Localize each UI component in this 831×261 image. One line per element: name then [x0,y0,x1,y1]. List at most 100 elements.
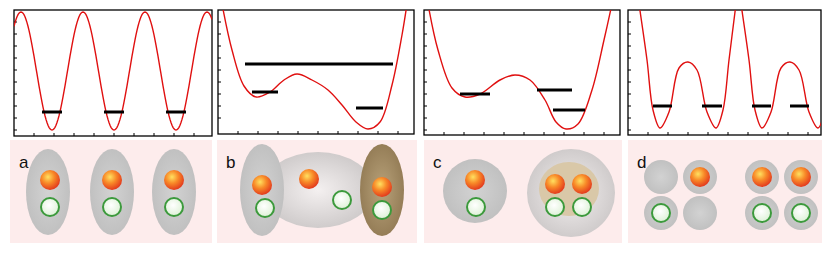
site-circle [745,196,779,230]
red-particle [102,170,122,190]
axis-tick [464,132,465,135]
axis-tick [358,131,359,134]
axis-tick [14,82,17,83]
axis-tick [424,118,427,119]
site-circle [784,196,818,230]
axis-tick [218,58,221,59]
axis-tick [628,94,631,95]
red-particle [690,167,710,187]
axis-tick [708,132,709,135]
plot-frames [14,10,821,136]
site-ellipse [90,149,134,235]
axis-tick [338,131,339,134]
red-particle [252,175,272,195]
axis-tick [74,133,75,136]
green-particle [652,204,670,222]
site-circle [443,159,507,223]
potential-curve [741,10,821,128]
energy-level [752,105,771,108]
axis-tick [648,132,649,135]
energy-level [790,105,809,108]
panel-letter: b [217,140,235,171]
axis-tick [218,34,221,35]
site-circle [784,160,818,194]
axis-tick [424,46,427,47]
panel-box: d [628,140,822,243]
axis-tick [278,131,279,134]
panel-letter: d [628,140,646,171]
axis-tick [378,131,379,134]
panel-letter: c [424,140,442,171]
site-circle [745,160,779,194]
potential-curve [222,10,407,129]
axis-tick [484,132,485,135]
axis-tick [768,132,769,135]
axis-tick [298,131,299,134]
red-particle [372,177,392,197]
energy-level [356,107,383,110]
axis-tick [424,130,427,131]
red-particle [299,169,319,189]
site-circle [644,160,678,194]
axis-tick [258,131,259,134]
pair-ellipse [539,162,599,216]
energy-level [245,63,393,66]
axis-tick [424,94,427,95]
energy-level [653,105,672,108]
axis-tick [218,118,221,119]
axis-tick [424,106,427,107]
axis-tick [194,133,195,136]
axis-tick [424,70,427,71]
panel-ground [10,140,212,243]
axis-tick [14,94,17,95]
axis-tick [628,130,631,131]
red-particle [465,170,485,190]
axis-tick [504,132,505,135]
panel-ground [217,140,417,243]
red-particle [752,167,772,187]
axis-tick [398,131,399,134]
red-particle [545,174,565,194]
axis-tick [134,133,135,136]
axis-tick [628,82,631,83]
axis-tick [218,70,221,71]
axis-tick [424,58,427,59]
axis-tick [14,70,17,71]
energy-level [166,111,186,114]
green-particle [573,198,591,216]
axis-tick [34,133,35,136]
green-particle [373,201,391,219]
axis-tick [808,132,809,135]
axis-ticks [14,4,831,136]
axis-tick [318,131,319,134]
axis-tick [14,34,17,35]
axis-tick [218,82,221,83]
axis-tick [14,106,17,107]
green-particle [256,199,274,217]
axis-tick [218,94,221,95]
energy-level [460,93,490,96]
axis-tick [444,132,445,135]
axis-tick [728,132,729,135]
axis-tick [218,22,221,23]
axis-tick [688,132,689,135]
axis-tick [524,132,525,135]
green-particle [467,198,485,216]
axis-tick [628,34,631,35]
axis-tick [628,46,631,47]
axis-tick [584,132,585,135]
axis-tick [424,82,427,83]
panel-box: b [217,140,417,243]
panel-c-illustration [443,149,615,237]
potential-curve [14,12,212,130]
energy-level [537,89,572,92]
axis-tick [54,133,55,136]
axis-tick [424,34,427,35]
panel-ground [628,140,822,243]
potential-curve [639,10,736,128]
site-circle [683,196,717,230]
axis-tick [14,118,17,119]
green-particle [333,191,351,209]
axis-tick [424,22,427,23]
